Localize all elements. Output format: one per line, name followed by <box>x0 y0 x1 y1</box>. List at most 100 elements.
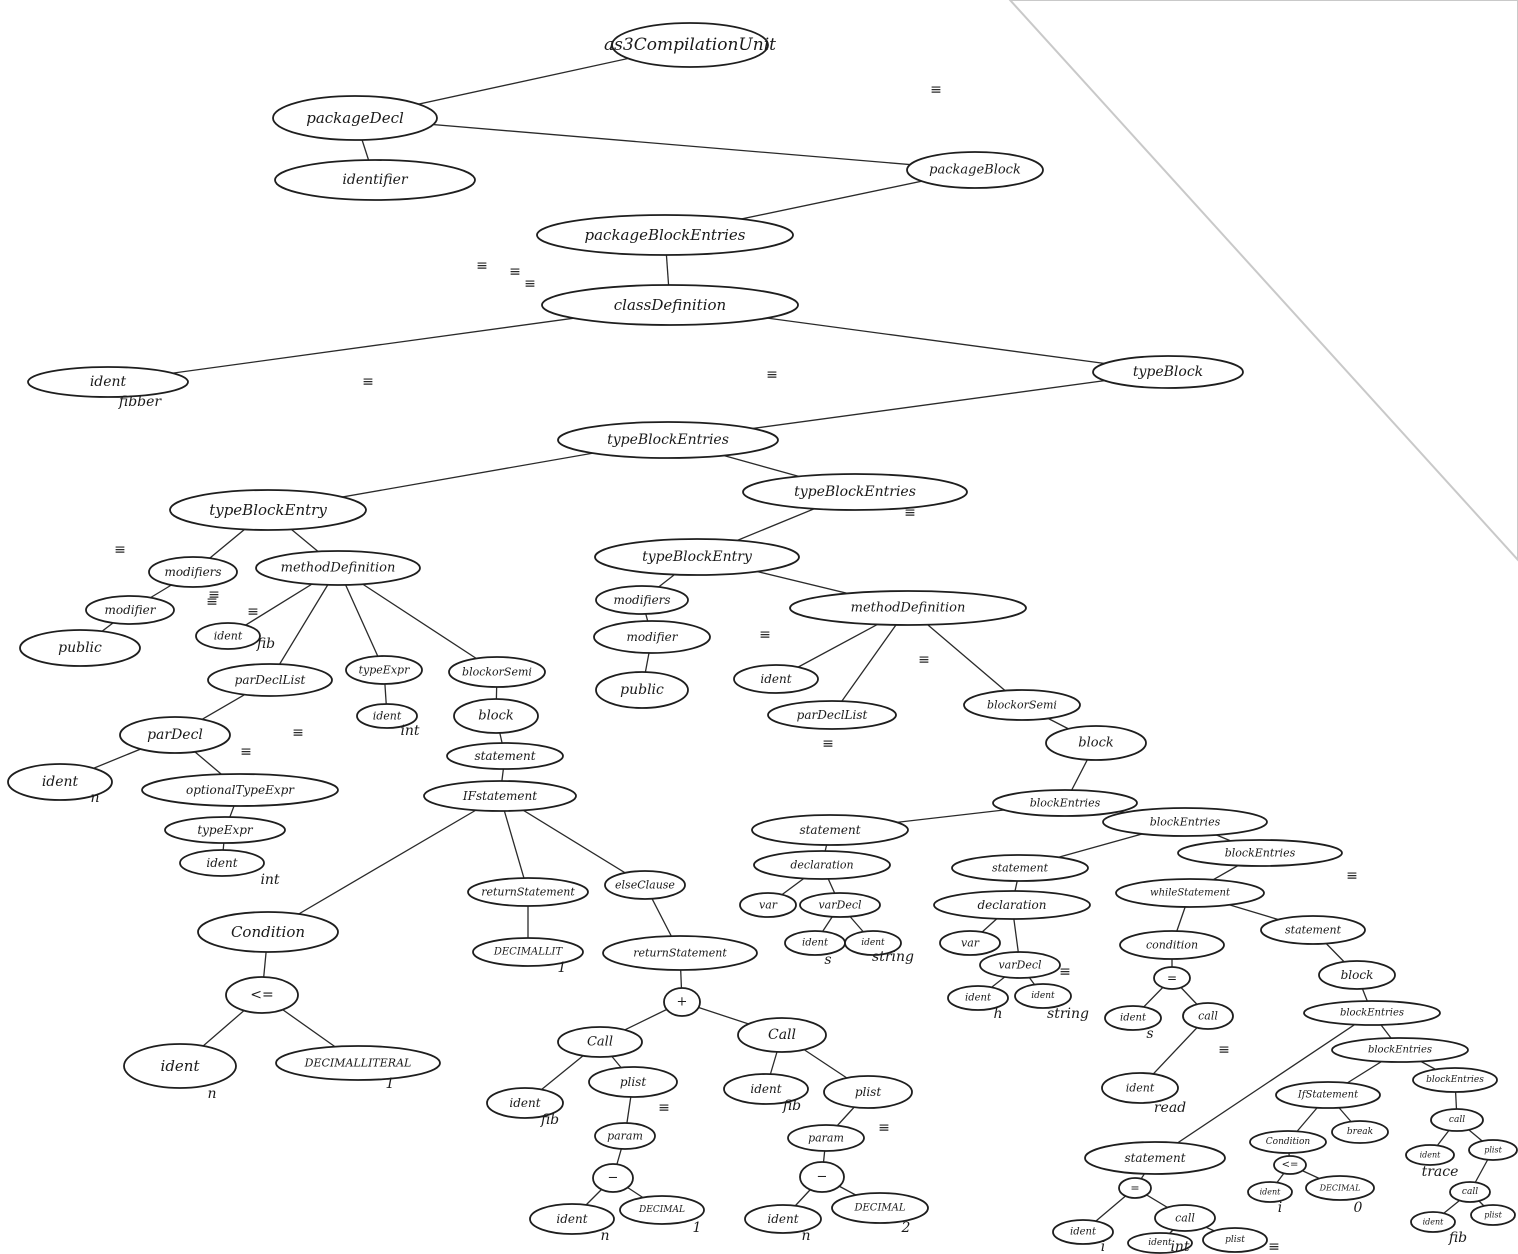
node-label: block <box>1341 968 1374 982</box>
node-oval <box>844 930 902 956</box>
tree-node-block2: block <box>1045 725 1147 761</box>
edge-pkgdecl-pkgblock <box>354 117 976 171</box>
node-label: param <box>607 1130 643 1143</box>
node-oval <box>1273 1155 1307 1175</box>
tree-node-ident_int3: ident <box>1127 1232 1193 1254</box>
tree-node-decl_b: declaration <box>933 890 1091 920</box>
node-label: DECIMALLIT <box>493 947 564 958</box>
tree-node-root: as3CompilationUnit <box>604 22 776 68</box>
node-label: DECIMALLITERAL <box>304 1057 412 1070</box>
tree-node-declit1: DECIMALLITERAL <box>275 1045 441 1081</box>
tree-node-pardecl1: parDecl <box>119 716 231 754</box>
leaf-value-a_1b: 1 <box>558 960 567 976</box>
node-oval <box>453 698 539 734</box>
tree-node-call5: call <box>1430 1108 1484 1132</box>
node-oval <box>356 703 418 729</box>
node-oval <box>486 1087 564 1119</box>
node-oval <box>1084 1141 1226 1175</box>
node-label: DECIMAL <box>638 1205 685 1215</box>
node-oval <box>906 151 1044 189</box>
tree-node-stmt_c: statement <box>1260 915 1366 945</box>
node-oval <box>423 780 577 812</box>
tree-node-ret2: returnStatement <box>602 935 758 971</box>
tree-node-ident_fibber: ident <box>27 366 189 398</box>
tree-node-mod1: modifier <box>85 595 175 625</box>
node-oval <box>723 1073 809 1105</box>
node-oval <box>1249 1130 1327 1154</box>
node-oval <box>1045 725 1147 761</box>
node-label: parDeclList <box>235 673 306 687</box>
tree-node-cond3: Condition <box>1249 1130 1327 1154</box>
node-label: ident <box>1120 1013 1147 1024</box>
node-label: ident <box>750 1082 781 1096</box>
edge-methdef1-pardecllist1 <box>269 567 339 681</box>
tree-node-typeblock: typeBlock <box>1092 355 1244 389</box>
node-label: DECIMAL <box>1319 1184 1361 1193</box>
tree-node-blockorsemi2: blockorSemi <box>963 689 1081 721</box>
node-oval <box>939 930 1001 956</box>
node-label: ident <box>1070 1227 1097 1238</box>
node-oval <box>663 987 701 1017</box>
node-oval <box>592 1163 634 1193</box>
stub-mark: ≡ <box>759 627 771 643</box>
node-label: ident <box>1260 1188 1282 1197</box>
node-oval <box>594 1122 656 1150</box>
node-oval <box>733 664 819 694</box>
tree-node-plus1: + <box>663 987 701 1017</box>
tree-node-classdef: classDefinition <box>541 284 799 326</box>
leaf-value-a_n4: n <box>801 1228 810 1244</box>
node-label: ident <box>965 993 992 1004</box>
tree-node-le1: <= <box>225 976 299 1014</box>
node-label: public <box>620 682 664 698</box>
stub-mark: ≡ <box>292 725 304 741</box>
node-label: parDecl <box>147 727 203 743</box>
leaf-value-a_1c: 1 <box>693 1220 702 1236</box>
stub-mark: ≡ <box>524 276 536 292</box>
node-oval <box>1014 983 1072 1009</box>
tree-node-decimal3: DECIMAL <box>1305 1175 1375 1201</box>
node-oval <box>179 849 265 877</box>
node-label: ident <box>767 1212 798 1226</box>
node-label: statement <box>799 823 860 837</box>
stub-mark: ≡ <box>766 367 778 383</box>
node-oval <box>595 585 689 615</box>
node-oval <box>831 1192 929 1224</box>
stub-marks: ≡≡≡≡≡≡≡≡≡≡≡≡≡≡≡≡≡≡≡≡≡≡≡ <box>114 82 1358 1254</box>
leaf-value-a_n3: n <box>600 1228 609 1244</box>
node-oval <box>148 556 238 588</box>
node-label: <= <box>250 987 273 1003</box>
tree-node-statement1: statement <box>446 742 564 770</box>
node-label: blockorSemi <box>462 666 532 679</box>
tree-node-call3: call <box>1182 1002 1234 1030</box>
node-oval <box>737 1017 827 1053</box>
tree-node-while1: whileStatement <box>1115 878 1265 908</box>
edge-ifstmt1-ret1 <box>499 795 529 893</box>
node-label: statement <box>992 862 1049 875</box>
node-label: classDefinition <box>614 296 726 314</box>
tree-node-else1: elseClause <box>604 870 686 900</box>
node-oval <box>1104 1005 1162 1031</box>
tree-node-eq2: = <box>1118 1177 1152 1199</box>
node-oval <box>1247 1181 1293 1203</box>
node-label: − <box>817 1170 828 1185</box>
node-oval <box>979 951 1061 979</box>
leaf-value-a_trace: trace <box>1422 1164 1459 1180</box>
node-label: blockEntries <box>1150 816 1221 829</box>
node-label: public <box>58 640 102 656</box>
tree-node-call2: Call <box>737 1017 827 1053</box>
node-oval <box>1092 355 1244 389</box>
node-label: blockEntries <box>1030 797 1101 810</box>
node-oval <box>164 816 286 844</box>
tree-node-ret1: returnStatement <box>467 877 589 907</box>
leaf-value-a_string1: string <box>872 949 914 965</box>
stub-mark: ≡ <box>208 587 220 603</box>
node-oval <box>272 95 438 141</box>
node-label: Call <box>768 1027 796 1043</box>
node-label: <= <box>1282 1160 1299 1171</box>
node-oval <box>1470 1204 1516 1226</box>
node-oval <box>1115 878 1265 908</box>
node-oval <box>963 689 1081 721</box>
node-label: ident <box>90 374 127 390</box>
tree-node-call1: Call <box>557 1026 643 1058</box>
stub-mark: ≡ <box>1059 964 1071 980</box>
